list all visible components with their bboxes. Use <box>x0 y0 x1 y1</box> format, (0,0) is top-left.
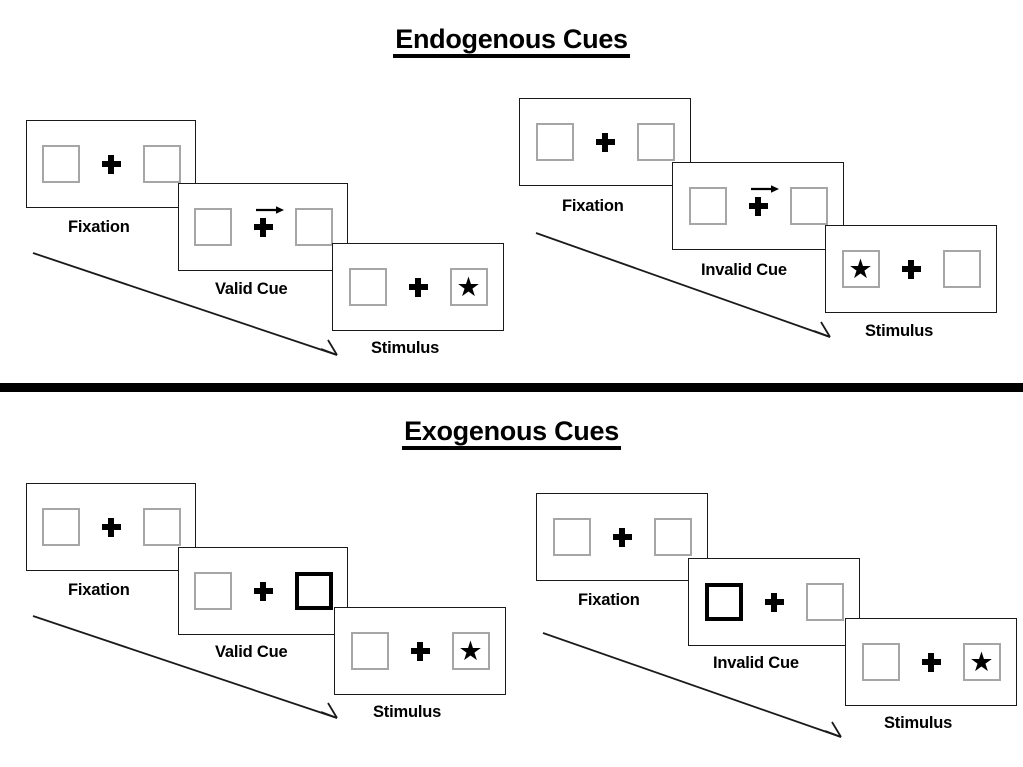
panel-endogenous-invalid-fixation[interactable] <box>519 98 691 186</box>
box-left-cued <box>704 583 743 621</box>
caption-invalid-cue: Invalid Cue <box>701 261 787 279</box>
panel-exogenous-invalid-cue[interactable] <box>688 558 860 646</box>
box-left <box>348 268 387 306</box>
caption-stimulus: Stimulus <box>371 339 440 357</box>
panel-exogenous-valid-fixation[interactable] <box>26 483 196 571</box>
panel-content <box>520 99 690 185</box>
panel-content <box>179 184 347 270</box>
panel-content <box>27 121 195 207</box>
plus-icon <box>410 641 430 661</box>
box-right <box>294 208 333 246</box>
box-right <box>142 508 181 546</box>
panel-content: ★ <box>826 226 996 312</box>
box-right <box>653 518 692 556</box>
box-right-with-stimulus: ★ <box>449 268 488 306</box>
box-right <box>805 583 844 621</box>
panel-content <box>689 559 859 645</box>
panel-exogenous-valid-stimulus[interactable]: ★ <box>334 607 506 695</box>
panel-content: ★ <box>333 244 503 330</box>
caption-fixation: Fixation <box>68 581 130 599</box>
star-icon: ★ <box>458 635 483 667</box>
caption-valid-cue: Valid Cue <box>215 280 288 298</box>
box-left <box>193 572 232 610</box>
box-left <box>193 208 232 246</box>
section-title-endogenous: Endogenous Cues <box>0 24 1023 59</box>
panel-content <box>179 548 347 634</box>
section-title-exogenous-text: Exogenous Cues <box>402 417 621 451</box>
box-left <box>552 518 591 556</box>
box-left <box>688 187 727 225</box>
panel-content <box>27 484 195 570</box>
plus-icon <box>764 592 784 612</box>
section-title-endogenous-text: Endogenous Cues <box>393 25 630 59</box>
caption-fixation: Fixation <box>562 197 624 215</box>
plus-icon <box>101 517 121 537</box>
panel-exogenous-invalid-stimulus[interactable]: ★ <box>845 618 1017 706</box>
plus-icon <box>901 259 921 279</box>
plus-icon <box>921 652 941 672</box>
caption-fixation: Fixation <box>578 591 640 609</box>
caption-valid-cue: Valid Cue <box>215 643 288 661</box>
caption-stimulus: Stimulus <box>373 703 442 721</box>
box-left <box>41 145 80 183</box>
plus-icon <box>253 581 273 601</box>
panel-content <box>537 494 707 580</box>
panel-content: ★ <box>846 619 1016 705</box>
star-icon: ★ <box>848 253 873 285</box>
panel-endogenous-valid-stimulus[interactable]: ★ <box>332 243 504 331</box>
box-right <box>942 250 981 288</box>
caption-stimulus: Stimulus <box>865 322 934 340</box>
box-right <box>636 123 675 161</box>
box-left <box>41 508 80 546</box>
box-right <box>142 145 181 183</box>
caption-invalid-cue: Invalid Cue <box>713 654 799 672</box>
plus-icon <box>595 132 615 152</box>
plus-icon <box>101 154 121 174</box>
panel-content <box>673 163 843 249</box>
panel-endogenous-invalid-cue[interactable] <box>672 162 844 250</box>
star-icon: ★ <box>456 271 481 303</box>
box-left <box>535 123 574 161</box>
box-left <box>350 632 389 670</box>
plus-icon <box>253 217 273 237</box>
panel-endogenous-invalid-stimulus[interactable]: ★ <box>825 225 997 313</box>
plus-icon <box>748 196 768 216</box>
panel-endogenous-valid-cue[interactable] <box>178 183 348 271</box>
caption-fixation: Fixation <box>68 218 130 236</box>
section-divider <box>0 383 1023 392</box>
box-right <box>789 187 828 225</box>
box-right-with-stimulus: ★ <box>451 632 490 670</box>
star-icon: ★ <box>969 646 994 678</box>
box-right-cued <box>294 572 333 610</box>
plus-icon <box>408 277 428 297</box>
caption-stimulus: Stimulus <box>884 714 953 732</box>
box-left-with-stimulus: ★ <box>841 250 880 288</box>
section-title-exogenous: Exogenous Cues <box>0 416 1023 451</box>
panel-endogenous-valid-fixation[interactable] <box>26 120 196 208</box>
panel-exogenous-valid-cue[interactable] <box>178 547 348 635</box>
box-left <box>861 643 900 681</box>
box-right-with-stimulus: ★ <box>962 643 1001 681</box>
plus-icon <box>612 527 632 547</box>
panel-exogenous-invalid-fixation[interactable] <box>536 493 708 581</box>
panel-content: ★ <box>335 608 505 694</box>
